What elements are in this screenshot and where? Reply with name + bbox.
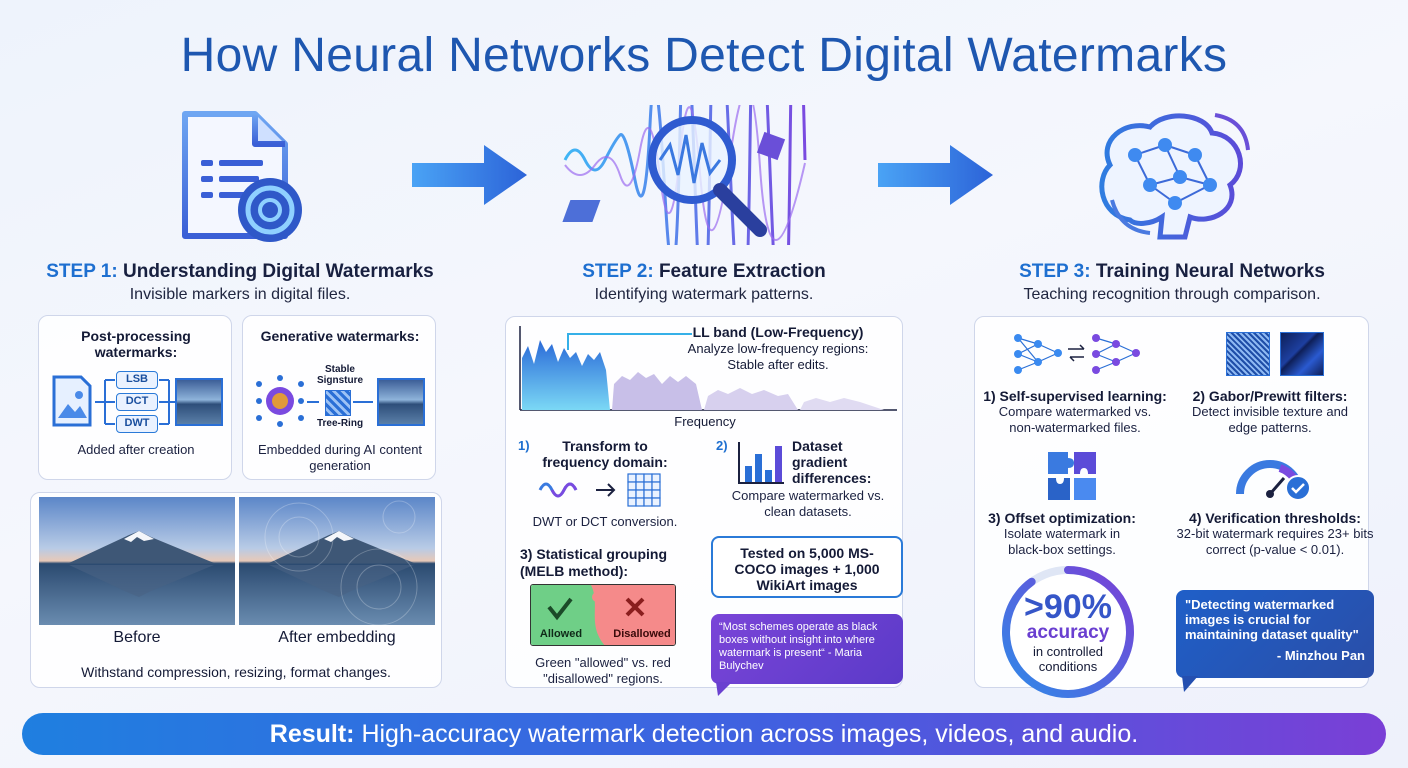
step1-footer: Withstand compression, resizing, format … [81, 664, 391, 680]
speech-bubble-tail [1182, 676, 1198, 692]
self-supervised-desc: Compare watermarked vs. non-watermarked … [998, 404, 1152, 435]
item-number: 2) [716, 438, 728, 453]
result-label: Result: [269, 720, 355, 748]
speech-bubble-tail [716, 682, 732, 696]
disallowed-label: Disallowed [613, 628, 671, 640]
self-supervised-title: 1) Self-supervised learning: [983, 388, 1167, 404]
gabor-texture-icon [1226, 332, 1270, 376]
generated-image-thumbnail [377, 378, 425, 426]
accuracy-sub: in controlled conditions [1032, 644, 1104, 674]
generative-card: Generative watermarks: Stable Signsture … [242, 315, 436, 480]
lsb-chip: LSB [116, 371, 158, 389]
offset-title: 3) Offset optimization: [988, 510, 1136, 526]
result-text: High-accuracy watermark detection across… [354, 720, 1139, 748]
page-title: How Neural Networks Detect Digital Water… [180, 29, 1228, 82]
before-label: Before [113, 629, 161, 646]
arrow-right-icon [878, 145, 993, 205]
quote-author: - Maria Bulychev [719, 647, 863, 672]
stable-signature-label: Stable Signsture [316, 364, 364, 386]
gabor-title: 2) Gabor/Prewitt filters: [1192, 388, 1348, 404]
post-processing-title: Post-processing watermarks: [81, 328, 191, 360]
quote-author: - Minzhou Pan [1276, 648, 1365, 663]
document-settings-icon [182, 111, 302, 242]
accuracy-arc [1002, 566, 1134, 698]
wave-to-grid-icon [538, 473, 661, 507]
gauge-check-icon [1236, 460, 1311, 501]
magnifier-waveform-icon [562, 105, 807, 245]
step3-number: STEP 3: [1019, 261, 1091, 282]
mountain-watermarked-illustration [264, 500, 418, 625]
puzzle-icon [1048, 452, 1096, 500]
statistical-caption: Green "allowed" vs. red "disallowed" reg… [535, 655, 671, 686]
offset-desc: Isolate watermark in black-box settings. [1003, 526, 1121, 557]
dwt-chip: DWT [116, 415, 158, 433]
step2-number: STEP 2: [582, 261, 654, 282]
gabor-desc: Detect invisible texture and edge patter… [1191, 404, 1349, 435]
mountain-illustration [69, 531, 214, 597]
after-image [239, 497, 435, 625]
step2-title: STEP 2: Feature Extraction [484, 261, 924, 283]
region-map-illustration [531, 585, 675, 645]
transform-caption: DWT or DCT conversion. [532, 514, 678, 529]
network-compare-icon [1014, 334, 1140, 374]
accuracy-value: >90% [1024, 588, 1112, 626]
region-map: Allowed Disallowed [530, 584, 676, 646]
post-processing-caption: Added after creation [77, 442, 195, 457]
allowed-label: Allowed [539, 628, 583, 640]
statistical-title: 3) Statistical grouping (MELB method): [520, 546, 668, 579]
accuracy-ring [1002, 566, 1134, 698]
transform-title: Transform to frequency domain: [542, 438, 668, 470]
item-number: 1) [518, 438, 530, 453]
tree-ring-label: Tree-Ring [316, 418, 364, 429]
before-after-panel: Before After embedding [30, 492, 442, 688]
quote-pan: "Detecting watermarked images is crucial… [1176, 590, 1374, 678]
before-image [39, 497, 235, 625]
gradient-caption: Compare watermarked vs. clean datasets. [731, 488, 885, 519]
quote-text: “Most schemes operate as black boxes wit… [719, 621, 878, 659]
accuracy-label: accuracy [1026, 622, 1110, 643]
generative-caption: Embedded during AI content generation [257, 442, 423, 473]
brain-network-icon [1099, 113, 1250, 240]
arrow-right-icon [412, 145, 527, 205]
bar-chart-icon [738, 442, 784, 484]
frequency-spectrum-chart [519, 326, 897, 411]
step2-title-text: Feature Extraction [658, 261, 826, 282]
verification-title: 4) Verification thresholds: [1189, 510, 1361, 526]
step1-number: STEP 1: [46, 261, 118, 282]
tested-datasets-box: Tested on 5,000 MS-COCO images + 1,000 W… [711, 536, 903, 598]
ll-band-desc: Analyze low-frequency regions: [687, 341, 869, 356]
ai-brain-icon [256, 375, 304, 427]
flow-line [353, 401, 373, 403]
ll-band-desc-2: Stable after edits. [727, 357, 829, 372]
frequency-axis-label: Frequency [674, 414, 736, 429]
watermarked-image-thumbnail [175, 378, 223, 426]
after-label: After embedding [278, 629, 396, 646]
watermark-pattern-icon [325, 390, 351, 416]
post-processing-card: Post-processing watermarks: LSB DCT DWT … [38, 315, 232, 480]
transform-flow-lines [95, 379, 179, 425]
step1-title-text: Understanding Digital Watermarks [123, 261, 434, 282]
step1-title: STEP 1: Understanding Digital Watermarks [20, 261, 460, 283]
ll-band-title: LL band (Low-Frequency) [692, 324, 864, 340]
image-file-icon [52, 375, 92, 427]
step3-title-text: Training Neural Networks [1095, 261, 1325, 282]
step2-subtitle: Identifying watermark patterns. [594, 286, 814, 303]
prewitt-edge-icon [1280, 332, 1324, 376]
step3-subtitle: Teaching recognition through comparison. [1023, 286, 1321, 303]
step1-subtitle: Invisible markers in digital files. [129, 286, 351, 303]
result-banner: Result: High-accuracy watermark detectio… [22, 713, 1386, 755]
flow-line [307, 401, 319, 403]
quote-text: "Detecting watermarked images is crucial… [1185, 597, 1359, 642]
quote-bulychev: “Most schemes operate as black boxes wit… [711, 614, 903, 684]
dct-chip: DCT [116, 393, 158, 411]
gradient-title: Dataset gradient differences: [792, 438, 872, 486]
step3-title: STEP 3: Training Neural Networks [952, 261, 1392, 283]
verification-desc: 32-bit watermark requires 23+ bits corre… [1176, 526, 1374, 557]
generative-title: Generative watermarks: [260, 328, 420, 344]
